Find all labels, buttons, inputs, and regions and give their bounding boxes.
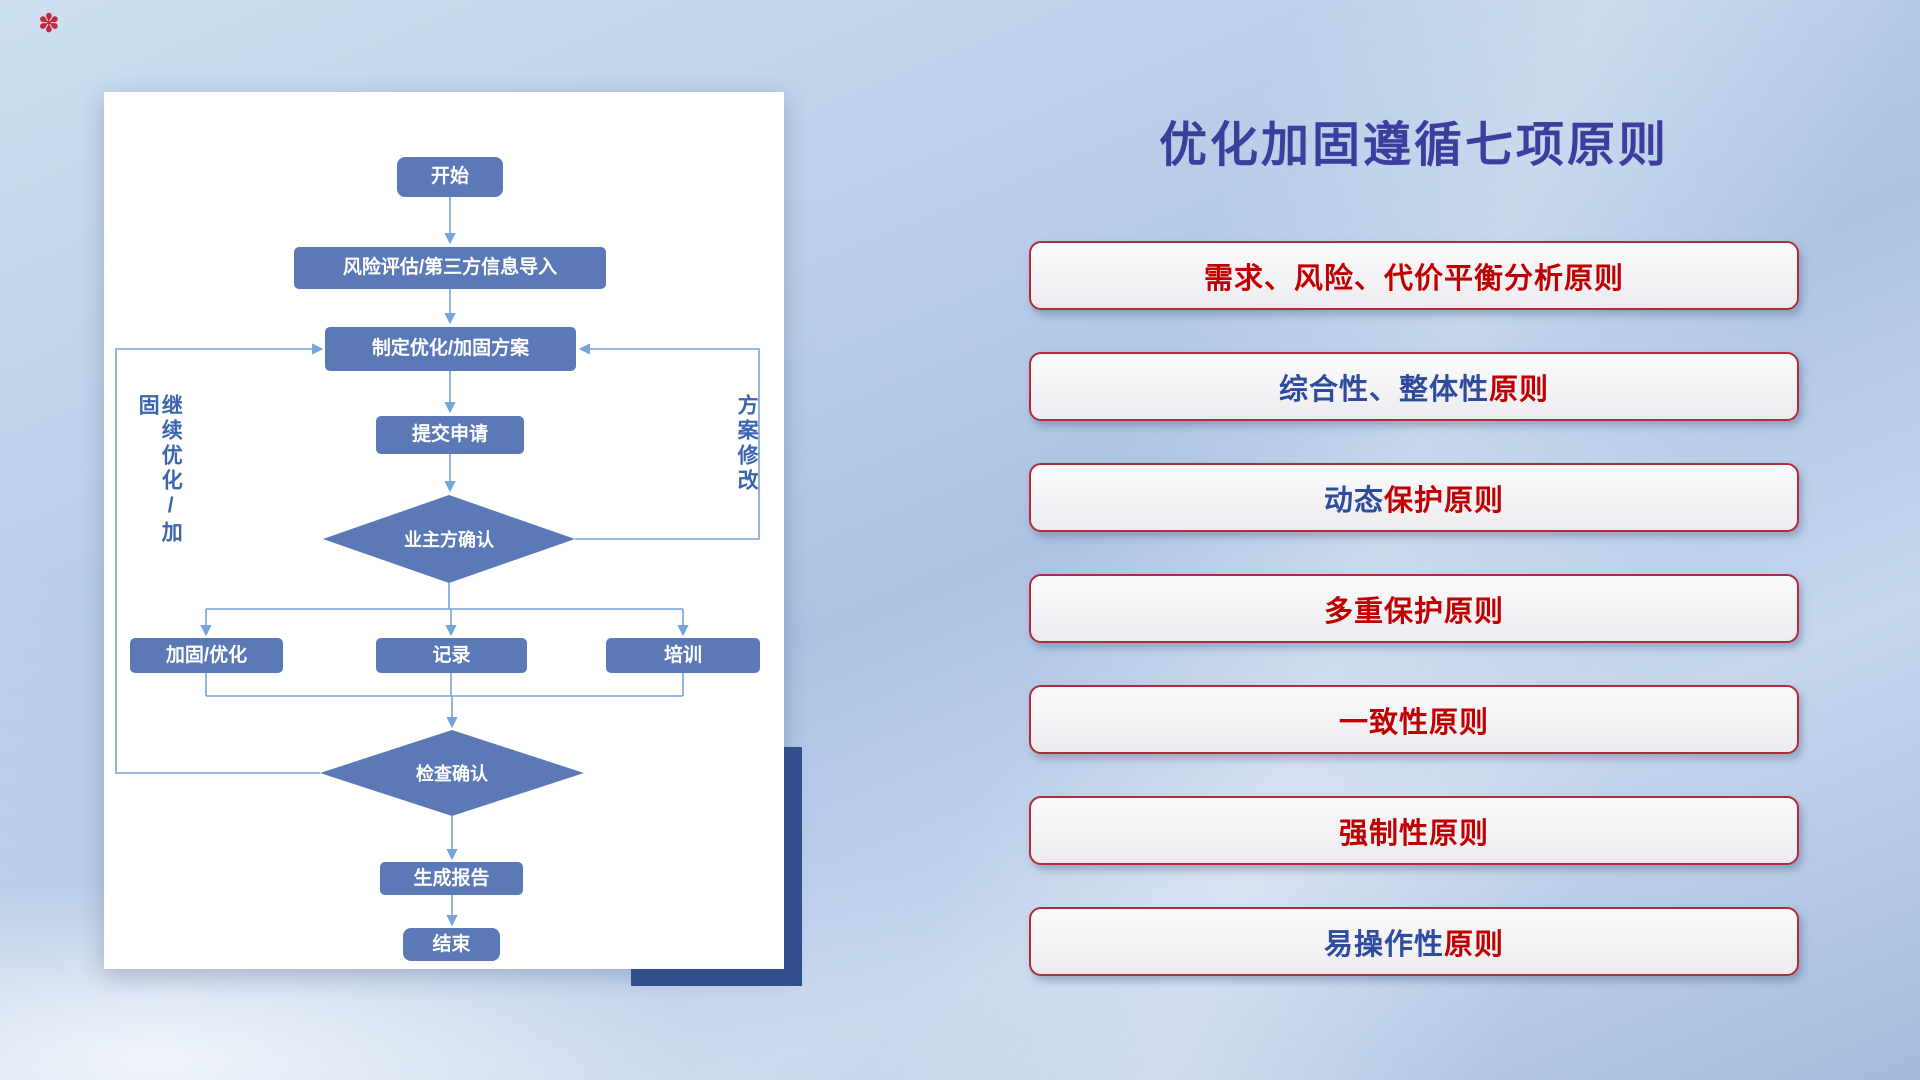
principle-text-segment: 综合性、整体性 [1278,373,1489,406]
flow-node-submit: 提交申请 [376,416,524,454]
flow-node-make-plan: 制定优化/加固方案 [325,327,576,371]
flow-node-end: 结束 [403,928,500,961]
logo-mark: ✽ [38,8,60,38]
principle-text-segment: 强制性原则 [1338,817,1489,850]
flow-node-report: 生成报告 [380,862,523,895]
principle-text-segment: 需求、风险、代价平衡分析原则 [1203,262,1624,295]
principle-text-segment: 原则 [1489,373,1550,406]
principle-box: 易操作性原则 [1029,907,1799,976]
flow-node-reinforce: 加固/优化 [130,638,283,673]
principle-box: 多重保护原则 [1029,574,1799,643]
principle-text-segment: 动态 [1323,484,1384,517]
flow-node-training: 培训 [606,638,760,673]
flowchart-panel: 开始 风险评估/第三方信息导入 制定优化/加固方案 提交申请 业主方确认 加固/… [104,92,784,969]
principle-box: 一致性原则 [1029,685,1799,754]
flow-label-plan-revise: 方案修改 [735,394,759,494]
flow-node-risk-import: 风险评估/第三方信息导入 [294,247,606,289]
flow-connectors [115,197,760,927]
flow-node-start: 开始 [397,157,503,197]
principles-list: 需求、风险、代价平衡分析原则 综合性、整体性原则 动态保护原则 多重保护原则 一… [1029,241,1799,976]
flow-label-continue-loop: 继续优化/加固 [136,394,183,546]
principle-box: 强制性原则 [1029,796,1799,865]
principle-text-segment: 一致性原则 [1338,706,1489,739]
principle-text-segment: 易操作性 [1323,928,1444,961]
principle-text-segment: 多重保护原则 [1323,595,1504,628]
flow-node-record: 记录 [376,638,527,673]
principle-box: 综合性、整体性原则 [1029,352,1799,421]
page-title: 优化加固遵循七项原则 [1158,119,1669,172]
principle-box: 需求、风险、代价平衡分析原则 [1029,241,1799,310]
principle-text-segment: 原则 [1444,928,1505,961]
principle-box: 动态保护原则 [1029,463,1799,532]
principle-text-segment: 保护原则 [1384,484,1505,517]
